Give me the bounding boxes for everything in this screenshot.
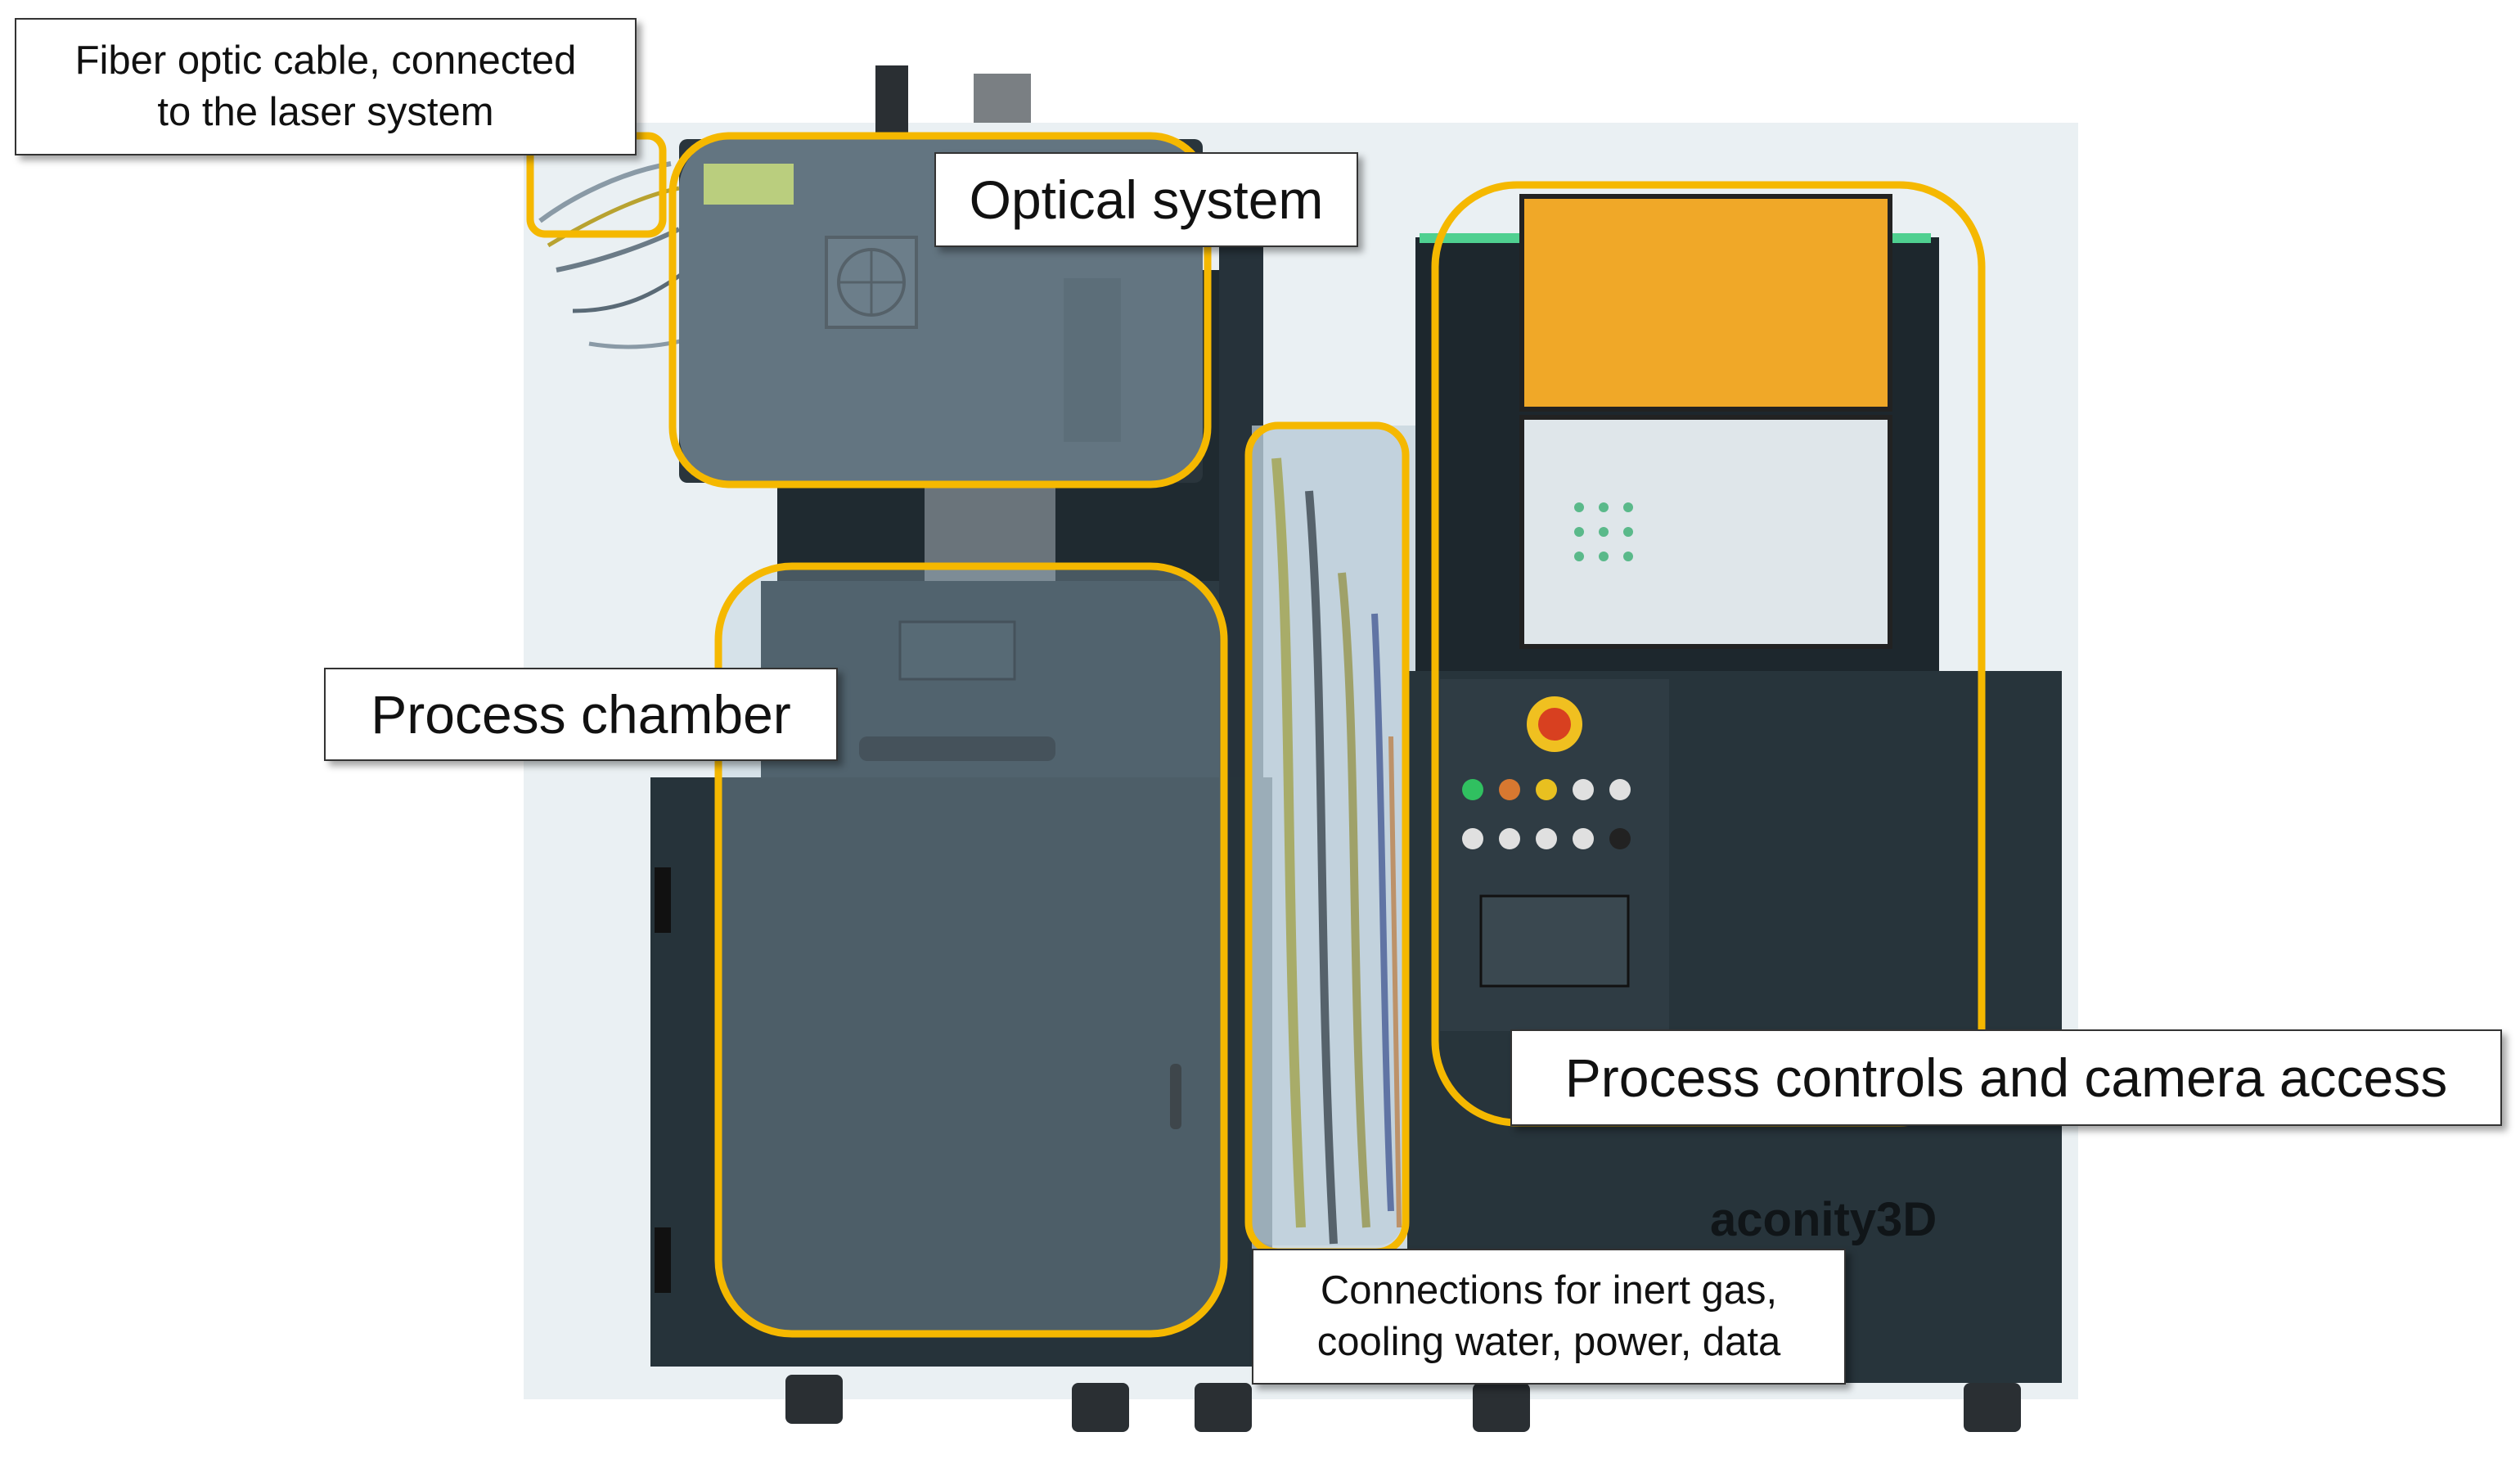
software-monitor-dot-grid — [1574, 502, 1633, 561]
connections-tint — [1250, 427, 1402, 1245]
optical-label-text: Optical system — [969, 169, 1324, 230]
connections-label-line1: Connections for inert gas, — [1320, 1268, 1778, 1313]
hinge-bottom — [655, 1227, 671, 1293]
brand-logo: aconity3D — [1710, 1193, 1937, 1246]
lens-tube — [925, 483, 1055, 589]
process-chamber-label: Process chamber — [324, 668, 838, 761]
process-controls-label: Process controls and camera access — [1510, 1029, 2502, 1126]
connections-label: Connections for inert gas, cooling water… — [1252, 1249, 1846, 1385]
control-panel — [1440, 679, 1669, 1031]
optical-system-label: Optical system — [934, 152, 1358, 247]
process-chamber-label-text: Process chamber — [371, 683, 791, 745]
connections-label-line2: cooling water, power, data — [1316, 1320, 1781, 1364]
chamber-tint — [722, 570, 1221, 1331]
fiber-label-line2: to the laser system — [157, 90, 494, 134]
camera-monitor — [1519, 194, 1892, 412]
optical-highlight-outline — [668, 132, 1212, 489]
process-controls-label-text: Process controls and camera access — [1564, 1047, 2448, 1108]
hinge-top — [655, 867, 671, 933]
chamber-highlight-outline — [714, 562, 1228, 1338]
fiber-label-line1: Fiber optic cable, connected — [74, 38, 577, 83]
top-connector — [974, 74, 1031, 123]
fiber-optic-cable-label: Fiber optic cable, connected to the lase… — [15, 18, 637, 155]
lower-cabinet — [650, 777, 1272, 1367]
cabinet-handle — [1170, 1064, 1181, 1129]
connections-cables — [1252, 426, 1415, 1309]
casters — [785, 1375, 2021, 1432]
